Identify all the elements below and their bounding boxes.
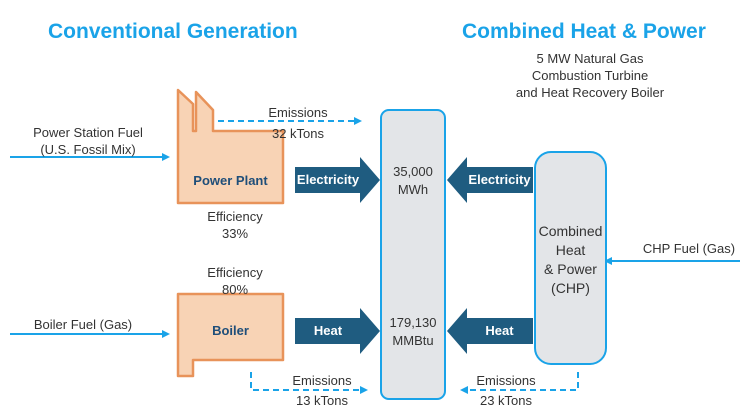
chp-emissions-label: Emissions: [476, 373, 536, 388]
electricity-demand-unit: MWh: [397, 182, 429, 197]
boiler-emissions-line: [250, 372, 368, 394]
boiler-efficiency-value: 80%: [221, 282, 249, 297]
power-plant-efficiency-label: Efficiency: [207, 209, 263, 224]
chp-fuel-label: CHP Fuel (Gas): [642, 241, 736, 256]
heat-arrow-left: [295, 308, 380, 354]
demand-box: [380, 109, 446, 400]
power-plant-efficiency: Efficiency 33%: [190, 208, 280, 242]
chp-spec-line2: Combustion Turbine: [531, 68, 649, 83]
electricity-arrow-right: [447, 157, 533, 203]
heat-demand-unit: MMBtu: [392, 333, 434, 348]
electricity-arrow-left: [295, 157, 380, 203]
conventional-generation-title: Conventional Generation: [48, 20, 298, 43]
chp-spec: 5 MW Natural Gas Combustion Turbine and …: [490, 50, 690, 101]
chp-emissions-line: [460, 372, 579, 394]
power-plant-emissions-label: Emissions: [268, 105, 328, 120]
chp-emissions-value: 23 kTons: [479, 393, 533, 408]
chp-emissions: Emissions 23 kTons: [456, 372, 556, 409]
heat-demand: 179,130 MMBtu: [381, 314, 445, 350]
chp-unit-label: Combined Heat & Power (CHP): [535, 222, 606, 298]
heat-demand-value: 179,130: [389, 315, 437, 330]
power-plant-label: Power Plant: [193, 173, 268, 188]
chp-spec-line3: and Heat Recovery Boiler: [515, 85, 665, 100]
boiler-emissions: Emissions 13 kTons: [272, 372, 372, 409]
chp-unit-line4: (CHP): [551, 280, 590, 296]
boiler-shape: [176, 292, 285, 378]
power-station-fuel-line2: (U.S. Fossil Mix): [40, 142, 136, 157]
heat-right-label: Heat: [485, 323, 514, 338]
electricity-demand: 35,000 MWh: [381, 163, 445, 199]
chp-unit-line1: Combined: [538, 223, 603, 239]
boiler-emissions-value: 13 kTons: [295, 393, 349, 408]
chp-unit-line3: & Power: [544, 261, 597, 277]
power-plant-shape: [176, 88, 285, 205]
boiler-efficiency: Efficiency 80%: [190, 264, 280, 298]
power-plant-emissions: Emissions 32 kTons: [248, 104, 348, 142]
heat-left-label: Heat: [313, 323, 343, 338]
electricity-demand-value: 35,000: [393, 164, 433, 179]
boiler-fuel-label: Boiler Fuel (Gas): [33, 317, 133, 332]
chp-unit-line2: Heat: [555, 242, 586, 258]
power-station-fuel-line1: Power Station Fuel: [33, 125, 143, 140]
boiler-emissions-label: Emissions: [292, 373, 352, 388]
power-station-fuel-label: Power Station Fuel (U.S. Fossil Mix): [18, 124, 158, 158]
boiler-label: Boiler: [212, 323, 249, 338]
boiler-efficiency-label: Efficiency: [207, 265, 263, 280]
chp-box: [534, 151, 607, 365]
chp-title: Combined Heat & Power: [462, 20, 706, 43]
heat-arrow-right: [447, 308, 533, 354]
power-plant-efficiency-value: 33%: [221, 226, 249, 241]
power-plant-emissions-value: 32 kTons: [271, 126, 325, 141]
electricity-left-label: Electricity: [296, 172, 360, 187]
chp-spec-line1: 5 MW Natural Gas: [536, 51, 644, 66]
electricity-right-label: Electricity: [468, 172, 531, 187]
